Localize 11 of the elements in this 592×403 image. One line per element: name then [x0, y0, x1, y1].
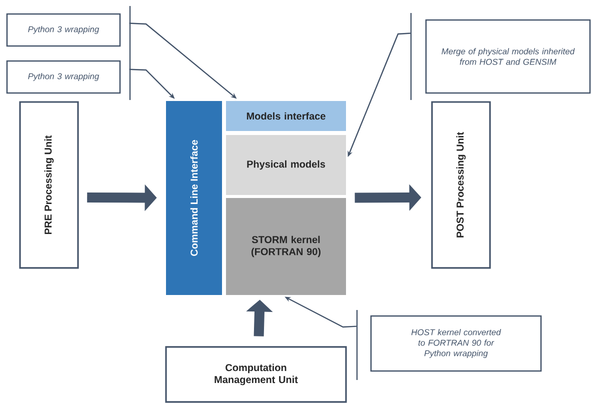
note-box: Merge of physical models inherited from HOST and GENSIM: [425, 19, 591, 94]
interface-bar: Command Line Interface: [166, 101, 222, 295]
note-box: Python 3 wrapping: [6, 60, 121, 94]
module-box: STORM kernel (FORTRAN 90): [226, 198, 346, 295]
unit-box: Computation Management Unit: [165, 346, 347, 403]
module-box: Physical models: [226, 135, 346, 195]
unit-box: POST Processing Unit: [431, 101, 491, 269]
note-box: HOST kernel converted to FORTRAN 90 for Python wrapping: [370, 315, 542, 372]
unit-box: PRE Processing Unit: [19, 101, 79, 269]
module-box: Models interface: [226, 101, 346, 131]
note-box: Python 3 wrapping: [6, 13, 121, 47]
